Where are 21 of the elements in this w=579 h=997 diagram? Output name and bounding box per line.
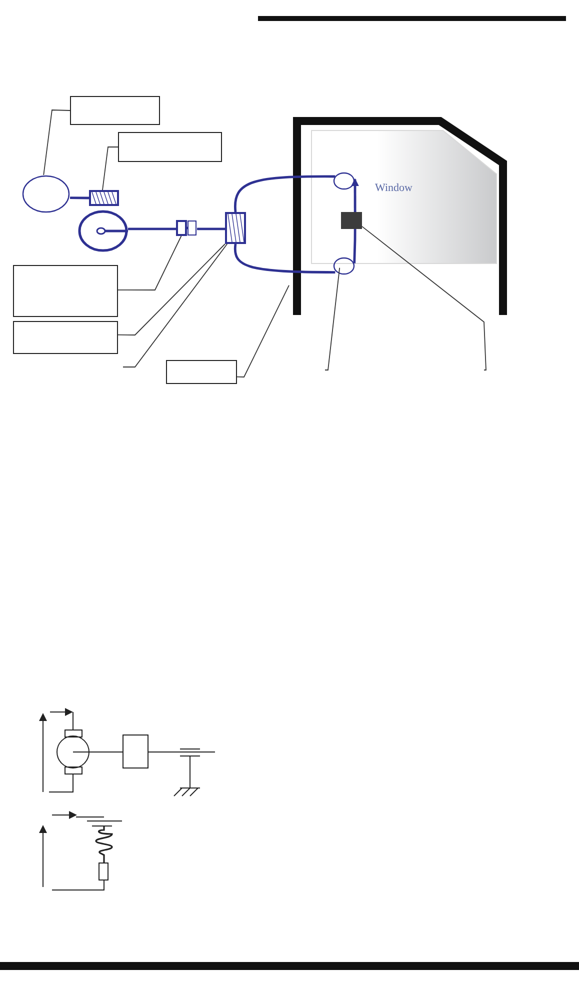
- leader-line: [118, 244, 226, 336]
- cable-line: [197, 228, 225, 230]
- callout-box: [118, 132, 222, 162]
- cable-line: [353, 229, 356, 264]
- leader-line: [324, 267, 340, 370]
- cable-line: [128, 228, 176, 230]
- window-label: Window: [375, 182, 412, 194]
- leader-line: [122, 244, 228, 368]
- leader-line: [43, 110, 70, 176]
- callout-box: [70, 96, 160, 125]
- cable-arrow: [351, 178, 360, 212]
- leader-line: [118, 236, 182, 290]
- leader-line: [102, 146, 118, 190]
- leader-line: [362, 226, 486, 370]
- callout-box: [166, 360, 237, 384]
- cable-line: [70, 196, 90, 200]
- cable-line: [234, 175, 336, 212]
- callout-box: [13, 265, 118, 317]
- leader-line: [236, 284, 290, 378]
- callout-box: [13, 321, 118, 354]
- cable-line: [234, 244, 336, 274]
